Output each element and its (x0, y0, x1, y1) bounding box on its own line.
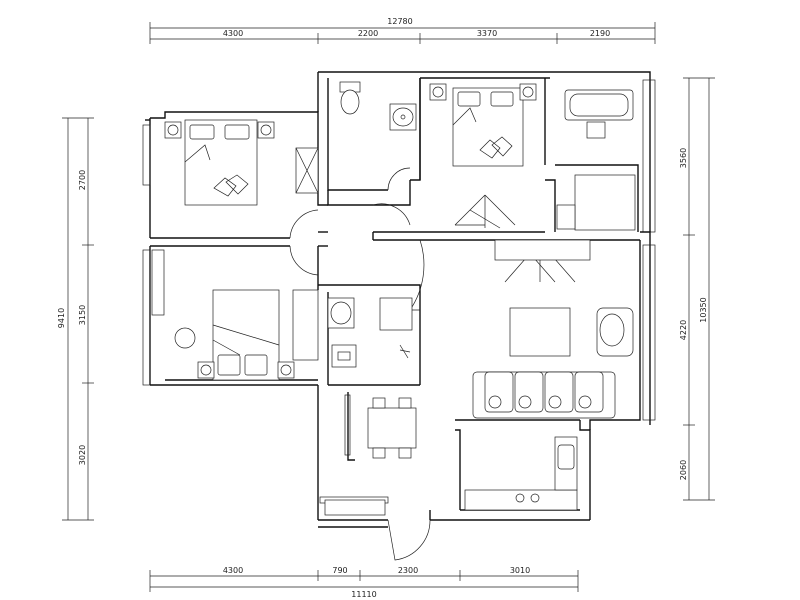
coffee-table (509, 307, 571, 357)
top-total-dim: 12780 (387, 17, 412, 26)
shower-head (399, 344, 411, 359)
left-dim-2: 3150 (78, 305, 87, 325)
bottom-dim-2: 790 (332, 566, 347, 575)
top-washbasin (389, 103, 417, 131)
second-wardrobe (151, 249, 319, 361)
study-desk (556, 174, 636, 231)
kitchen-counter (464, 436, 578, 511)
middle-washbasin (327, 297, 355, 329)
shoe-cabinet (324, 499, 386, 516)
armchair (596, 307, 634, 357)
right-dim-3: 2060 (679, 460, 688, 480)
left-dim-3: 3020 (78, 445, 87, 465)
second-nightstand-right (277, 361, 295, 379)
dining-table (367, 397, 417, 459)
right-dim-2: 4220 (679, 320, 688, 340)
master-nightstand-left (164, 121, 182, 139)
master-bed (184, 119, 258, 206)
bottom-dim-4: 3010 (510, 566, 530, 575)
top-toilet (339, 81, 361, 115)
top-dim-1: 4300 (223, 29, 243, 38)
left-total-dim: 9410 (57, 308, 66, 328)
master-wardrobe (295, 147, 319, 194)
cooktop (515, 493, 540, 503)
bathtub (564, 89, 634, 121)
master-nightstand-right (257, 121, 275, 139)
ceiling-light-corridor (454, 194, 516, 229)
sofa (472, 371, 616, 419)
bottom-total-dim: 11110 (351, 590, 376, 599)
second-nightstand-left (197, 361, 215, 379)
second-bed (212, 289, 280, 381)
top-dim-2: 2200 (358, 29, 378, 38)
right-dimension-chain (683, 77, 715, 501)
top-dim-3: 3370 (477, 29, 497, 38)
top-dim-4: 2190 (590, 29, 610, 38)
third-nightstand-left (429, 83, 447, 101)
bottom-dimension-chain (149, 570, 579, 592)
small-cabinet (586, 121, 606, 139)
doors (289, 167, 485, 561)
top-dimension-chain (149, 22, 656, 44)
tv-cabinet (494, 239, 591, 261)
third-bed (452, 87, 524, 167)
left-dim-1: 2700 (78, 170, 87, 190)
right-dim-1: 3560 (679, 148, 688, 168)
middle-toilet (331, 344, 357, 368)
third-nightstand-right (519, 83, 537, 101)
walls (142, 71, 656, 528)
right-outer-dim: 10350 (699, 297, 708, 322)
left-dimension-chain (62, 117, 94, 521)
shower-tray (379, 297, 413, 331)
bottom-dim-3: 2300 (398, 566, 418, 575)
bottom-dim-1: 4300 (223, 566, 243, 575)
desk-chair (174, 327, 196, 349)
